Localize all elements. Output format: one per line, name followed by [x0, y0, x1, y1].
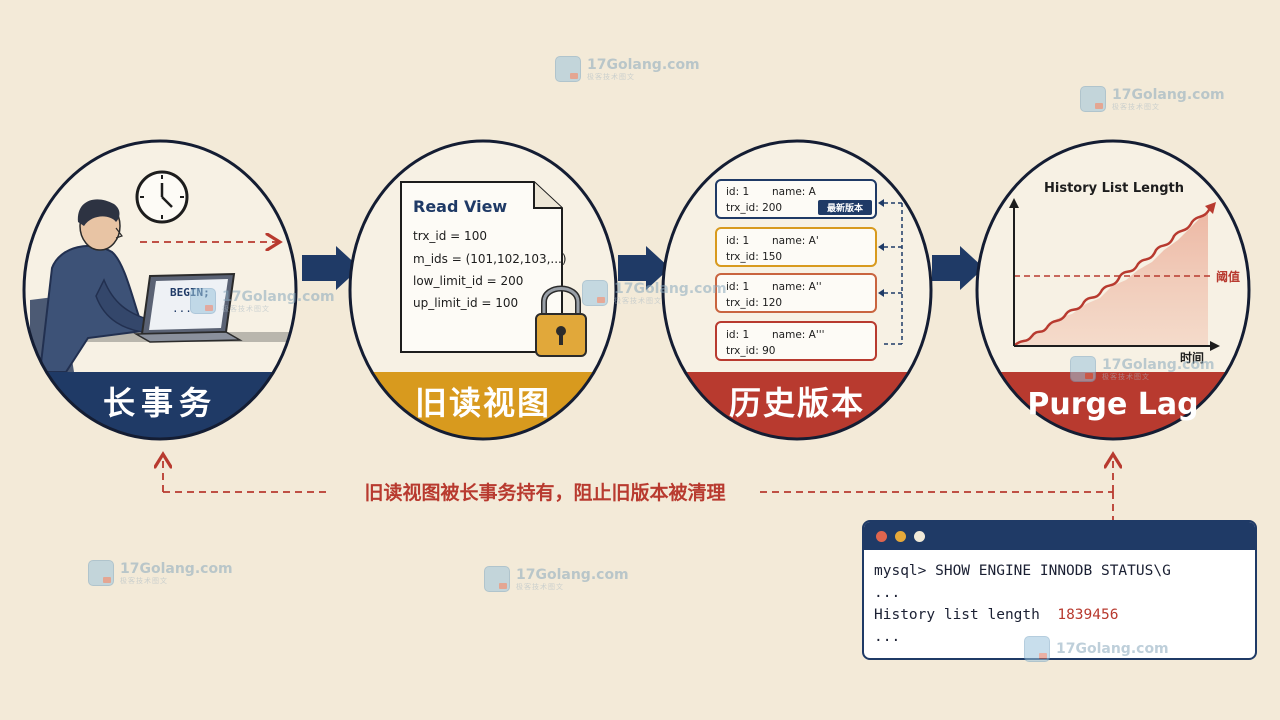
watermark-sub: 极客技术图文: [587, 72, 635, 81]
watermark-brand: 17Golang.com: [516, 566, 629, 583]
flow-arrow-1: [302, 246, 360, 290]
stage-label-long-transaction: 长事务: [103, 384, 217, 422]
read-view-title: Read View: [413, 197, 507, 216]
version-record: id: 1 name: A' trx_id: 150: [715, 227, 877, 267]
stage-label-read-view: 旧读视图: [415, 384, 551, 422]
watermark-logo-icon: [555, 56, 581, 82]
history-length-label: History list length: [874, 607, 1040, 623]
terminal-command: mysql> SHOW ENGINE INNODB STATUS\G: [874, 563, 1171, 579]
clock-icon: [135, 170, 189, 224]
latest-version-badge: 最新版本: [827, 202, 864, 214]
read-view-field: m_ids = (101,102,103,...): [413, 252, 567, 266]
watermark-brand: 17Golang.com: [1056, 641, 1169, 657]
history-length-line: [1013, 207, 1212, 347]
history-length-value: 1839456: [1057, 607, 1119, 623]
read-view-field: low_limit_id = 200: [413, 274, 523, 288]
version-trx-id: trx_id: 150: [726, 251, 782, 263]
version-trx-id: trx_id: 90: [726, 345, 775, 357]
watermark: 17Golang.com: [1024, 636, 1169, 662]
read-view-document: Read View trx_id = 100 m_ids = (101,102,…: [400, 181, 567, 353]
window-minimize-dot: [895, 530, 906, 542]
chart-axes: [1013, 204, 1214, 347]
version-name: name: A': [772, 235, 819, 247]
window-maximize-dot: [914, 530, 925, 542]
watermark-sub: 极客技术图文: [614, 296, 662, 305]
stage-purge-lag: History List Length 阈值 时间 Purge Lag: [975, 139, 1251, 441]
version-chain-pointers: [882, 202, 903, 345]
watermark-brand: 17Golang.com: [120, 560, 233, 577]
watermark-brand: 17Golang.com: [1102, 356, 1215, 373]
watermark-logo-icon: [1024, 636, 1050, 662]
laptop-screen-dots: ...: [172, 302, 192, 315]
watermark-logo-icon: [484, 566, 510, 592]
chart-title: History List Length: [1044, 181, 1184, 196]
terminal-ellipsis: ...: [874, 629, 901, 645]
watermark-sub: 极客技术图文: [120, 576, 168, 585]
terminal-title-bar: [864, 522, 1255, 550]
chart-area: [1014, 210, 1208, 346]
version-id: id: 1: [726, 235, 749, 247]
version-id: id: 1: [726, 186, 749, 198]
watermark-logo-icon: [1070, 356, 1096, 382]
lock-icon: [535, 285, 587, 357]
watermark-brand: 17Golang.com: [222, 288, 335, 305]
version-id: id: 1: [726, 329, 749, 341]
watermark-sub: 极客技术图文: [1112, 102, 1160, 111]
version-trx-id: trx_id: 120: [726, 297, 782, 309]
version-record-latest: id: 1 name: A trx_id: 200 最新版本: [715, 179, 877, 219]
watermark-sub: 极客技术图文: [1102, 372, 1150, 381]
watermark-logo-icon: [582, 280, 608, 306]
version-id: id: 1: [726, 281, 749, 293]
flow-arrow-2: [618, 246, 670, 290]
y-axis-arrowhead: [1009, 198, 1019, 208]
read-view-field: up_limit_id = 100: [413, 296, 518, 310]
version-record: id: 1 name: A'' trx_id: 120: [715, 273, 877, 313]
version-trx-id: trx_id: 200: [726, 202, 782, 214]
watermark-brand: 17Golang.com: [614, 280, 727, 297]
x-axis-arrowhead: [1210, 341, 1220, 351]
feedback-loop: 旧读视图被长事务持有，阻止旧版本被清理: [163, 456, 1113, 520]
x-axis-label: 时间: [1180, 350, 1204, 365]
watermark-logo-icon: [190, 288, 216, 314]
version-record: id: 1 name: A''' trx_id: 90: [715, 321, 877, 361]
version-name: name: A'': [772, 281, 822, 293]
stage-label-history-versions: 历史版本: [729, 384, 865, 422]
window-close-dot: [876, 530, 887, 542]
flow-arrow-3: [932, 246, 984, 290]
version-name: name: A: [772, 186, 817, 198]
terminal-output: mysql> SHOW ENGINE INNODB STATUS\G ... H…: [864, 550, 1255, 648]
watermark-brand: 17Golang.com: [587, 56, 700, 73]
version-chain-arrowheads: [878, 199, 884, 297]
read-view-field: trx_id = 100: [413, 229, 487, 243]
watermark-brand: 17Golang.com: [1112, 86, 1225, 103]
watermark-logo-icon: [1080, 86, 1106, 112]
terminal-ellipsis: ...: [874, 585, 901, 601]
stage-label-purge-lag: Purge Lag: [1027, 387, 1198, 422]
watermark-logo-icon: [88, 560, 114, 586]
terminal-window: mysql> SHOW ENGINE INNODB STATUS\G ... H…: [862, 520, 1257, 660]
watermark-sub: 极客技术图文: [222, 304, 270, 313]
watermark-sub: 极客技术图文: [516, 582, 564, 591]
feedback-caption: 旧读视图被长事务持有，阻止旧版本被清理: [364, 481, 725, 504]
version-name: name: A''': [772, 329, 825, 341]
threshold-label: 阈值: [1216, 269, 1240, 284]
terminal-history-line: History list length 1839456: [874, 604, 1245, 626]
trend-arrowhead: [1205, 202, 1216, 214]
